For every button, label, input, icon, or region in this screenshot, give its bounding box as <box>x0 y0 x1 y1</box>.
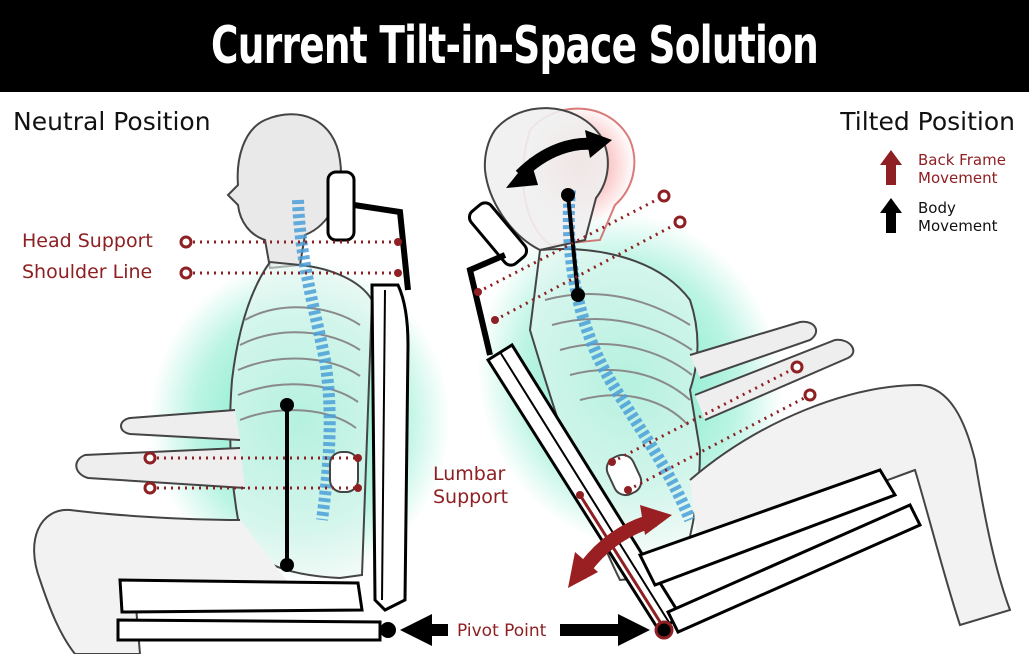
lumbar-pad-right <box>605 453 643 497</box>
arm-left-upper <box>120 409 241 441</box>
pivot-point-right <box>654 620 674 640</box>
arm-left-lower <box>75 447 246 489</box>
tilted-position-title: Tilted Position <box>840 107 1015 136</box>
seat-base-right <box>665 503 923 634</box>
spine-left <box>292 199 336 521</box>
neutral-position-title: Neutral Position <box>13 107 211 136</box>
legend-back-frame-line2: Movement <box>918 169 998 187</box>
head-left <box>226 113 342 270</box>
lumbar-label-line1: Lumbar <box>433 463 506 485</box>
arm-right-upper <box>689 320 818 379</box>
seat-cushion-left <box>118 578 364 614</box>
pivot-arrows <box>400 614 650 646</box>
arm-right-lower <box>694 338 855 421</box>
headrest-post-right <box>466 252 507 356</box>
shoulder-line-label: Shoulder Line <box>22 261 153 283</box>
headrest-right <box>467 201 529 267</box>
spine-right <box>562 189 696 523</box>
back-frame-inner-left <box>381 289 386 601</box>
neutral-figure <box>33 113 450 654</box>
ribcage-left <box>237 306 361 429</box>
lumbar-label-line2: Support <box>433 486 509 508</box>
pivot-point-left <box>380 622 396 638</box>
title-banner: Current Tilt-in-Space Solution <box>0 0 1029 92</box>
headrest-left <box>326 170 356 242</box>
legend-back-frame-line1: Back Frame <box>918 151 1006 169</box>
ribcage-right <box>544 293 693 426</box>
tilt-diagram-art <box>33 105 1012 654</box>
legend-black-arrow <box>880 198 902 233</box>
body-line-top-left <box>280 398 294 412</box>
legend-red-arrow <box>880 150 902 185</box>
pivot-point-label: Pivot Point <box>457 621 547 641</box>
diagram-title: Current Tilt-in-Space Solution <box>210 16 819 76</box>
reference-markers-left <box>143 235 193 495</box>
reference-lines-left <box>150 240 398 490</box>
legend-body-line1: Body <box>918 199 956 217</box>
tilted-figure <box>466 105 1012 635</box>
head-support-label: Head Support <box>22 230 153 252</box>
seat-cushion-right <box>637 468 898 587</box>
back-frame-left <box>370 283 410 612</box>
back-frame-line-red <box>578 494 664 626</box>
body-line-bottom-left <box>280 558 294 572</box>
legend-body-line2: Movement <box>918 217 998 235</box>
seat-base-left <box>116 618 382 642</box>
headrest-post-left <box>353 202 411 291</box>
lumbar-pad-left <box>329 451 359 493</box>
torso-left <box>229 260 374 580</box>
